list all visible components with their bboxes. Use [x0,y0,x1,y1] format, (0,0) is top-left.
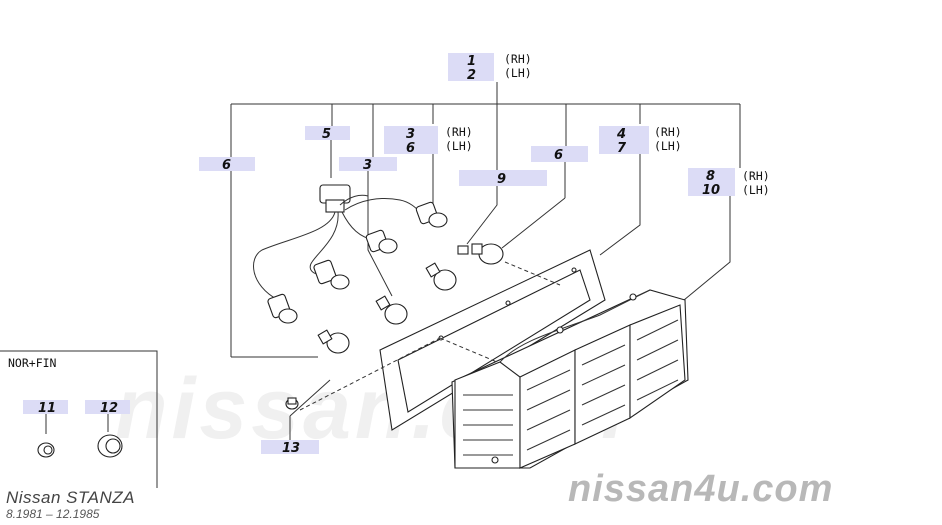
part-9-label: 9 [497,172,506,187]
tail-lamp-housing [451,289,689,469]
rh-annotation: (RH) [654,125,682,139]
part-10-label: 10 [702,183,720,198]
model-name: Nissan STANZA [6,488,135,507]
bulb-left [317,329,350,354]
part-4-label: 4 [616,127,626,142]
part-12-label: 12 [100,401,118,416]
part-13-label: 13 [282,441,300,456]
socket-mid-left [313,259,350,290]
lh-annotation: (LH) [445,139,473,153]
grommet-part-11 [37,442,55,458]
bulb-center [375,295,408,325]
lh-annotation: (LH) [742,183,770,197]
model-years: 8.1981 – 12.1985 [6,507,100,521]
part-8-label: 8 [706,169,715,184]
lh-annotation: (LH) [504,66,532,80]
lh-annotation: (LH) [654,139,682,153]
part-3-label: 3 [406,127,415,142]
part-6-mid-label: 6 [554,148,563,163]
gasket [379,249,606,431]
part-1-label: 1 [467,54,476,69]
part-7-label: 7 [617,141,627,156]
rh-annotation: (RH) [742,169,770,183]
part-2-label: 2 [467,68,476,83]
part-11-label: 11 [38,401,56,416]
rh-annotation: (RH) [445,125,473,139]
part-3-mid-label: 3 [363,158,372,173]
grommet-part-12 [97,434,123,458]
bulb-small [457,243,504,265]
socket-top [415,201,448,228]
part-6-label: 6 [406,141,415,156]
part-6-left-label: 6 [222,158,231,173]
socket-left [267,293,298,324]
part-5-label: 5 [322,127,331,142]
site-logo: nissan4u.com [568,468,834,510]
screw-part-13 [285,397,299,410]
bulb-top [425,262,457,291]
socket-center [365,229,398,254]
inset-panel [0,350,158,488]
leader-lines [45,82,741,440]
inset-title: NOR+FIN [8,356,57,370]
rh-annotation: (RH) [504,52,532,66]
label-boxes [23,53,735,454]
